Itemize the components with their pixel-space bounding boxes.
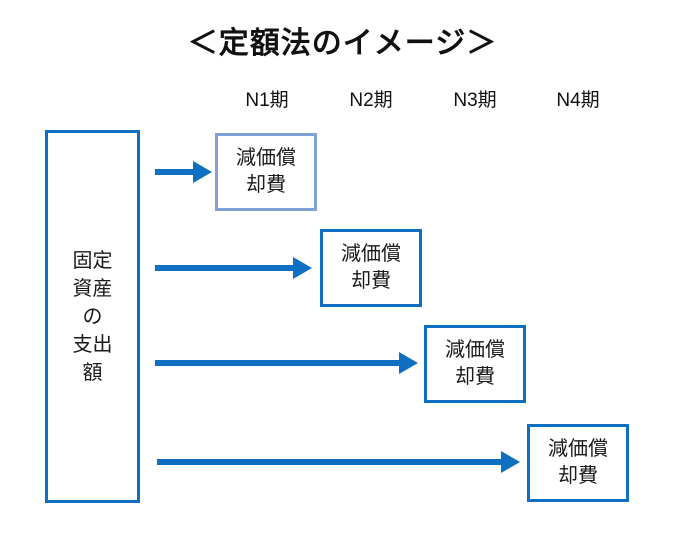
arrow-to-n3 [155,352,418,374]
arrow-head-icon [501,451,520,473]
depreciation-expense-box-n1: 減価償 却費 [215,133,317,211]
fixed-asset-expenditure-label: 固定 資産 の 支出 額 [72,249,113,384]
diagram-title: ＜定額法のイメージ＞ [187,27,498,60]
arrow-line [155,169,193,175]
arrow-head-icon [399,352,418,374]
arrow-to-n1 [155,161,212,183]
arrow-head-icon [293,257,312,279]
depreciation-expense-label: 減価償 却費 [445,339,505,388]
arrow-line [155,265,293,271]
depreciation-expense-box-n3: 減価償 却費 [424,325,526,403]
period-header-n1: N1期 [245,90,289,111]
period-header-n4: N4期 [556,90,600,111]
period-header-n3: N3期 [453,90,497,111]
arrow-to-n4 [157,451,520,473]
depreciation-expense-box-n2: 減価償 却費 [320,229,422,307]
depreciation-expense-label: 減価償 却費 [341,243,401,292]
arrow-head-icon [193,161,212,183]
arrow-line [155,360,399,366]
arrow-line [157,459,501,465]
depreciation-expense-label: 減価償 却費 [236,147,296,196]
depreciation-expense-box-n4: 減価償 却費 [527,424,629,502]
period-header-n2: N2期 [349,90,393,111]
depreciation-expense-label: 減価償 却費 [548,438,608,487]
fixed-asset-expenditure-box: 固定 資産 の 支出 額 [45,130,140,503]
arrow-to-n2 [155,257,312,279]
